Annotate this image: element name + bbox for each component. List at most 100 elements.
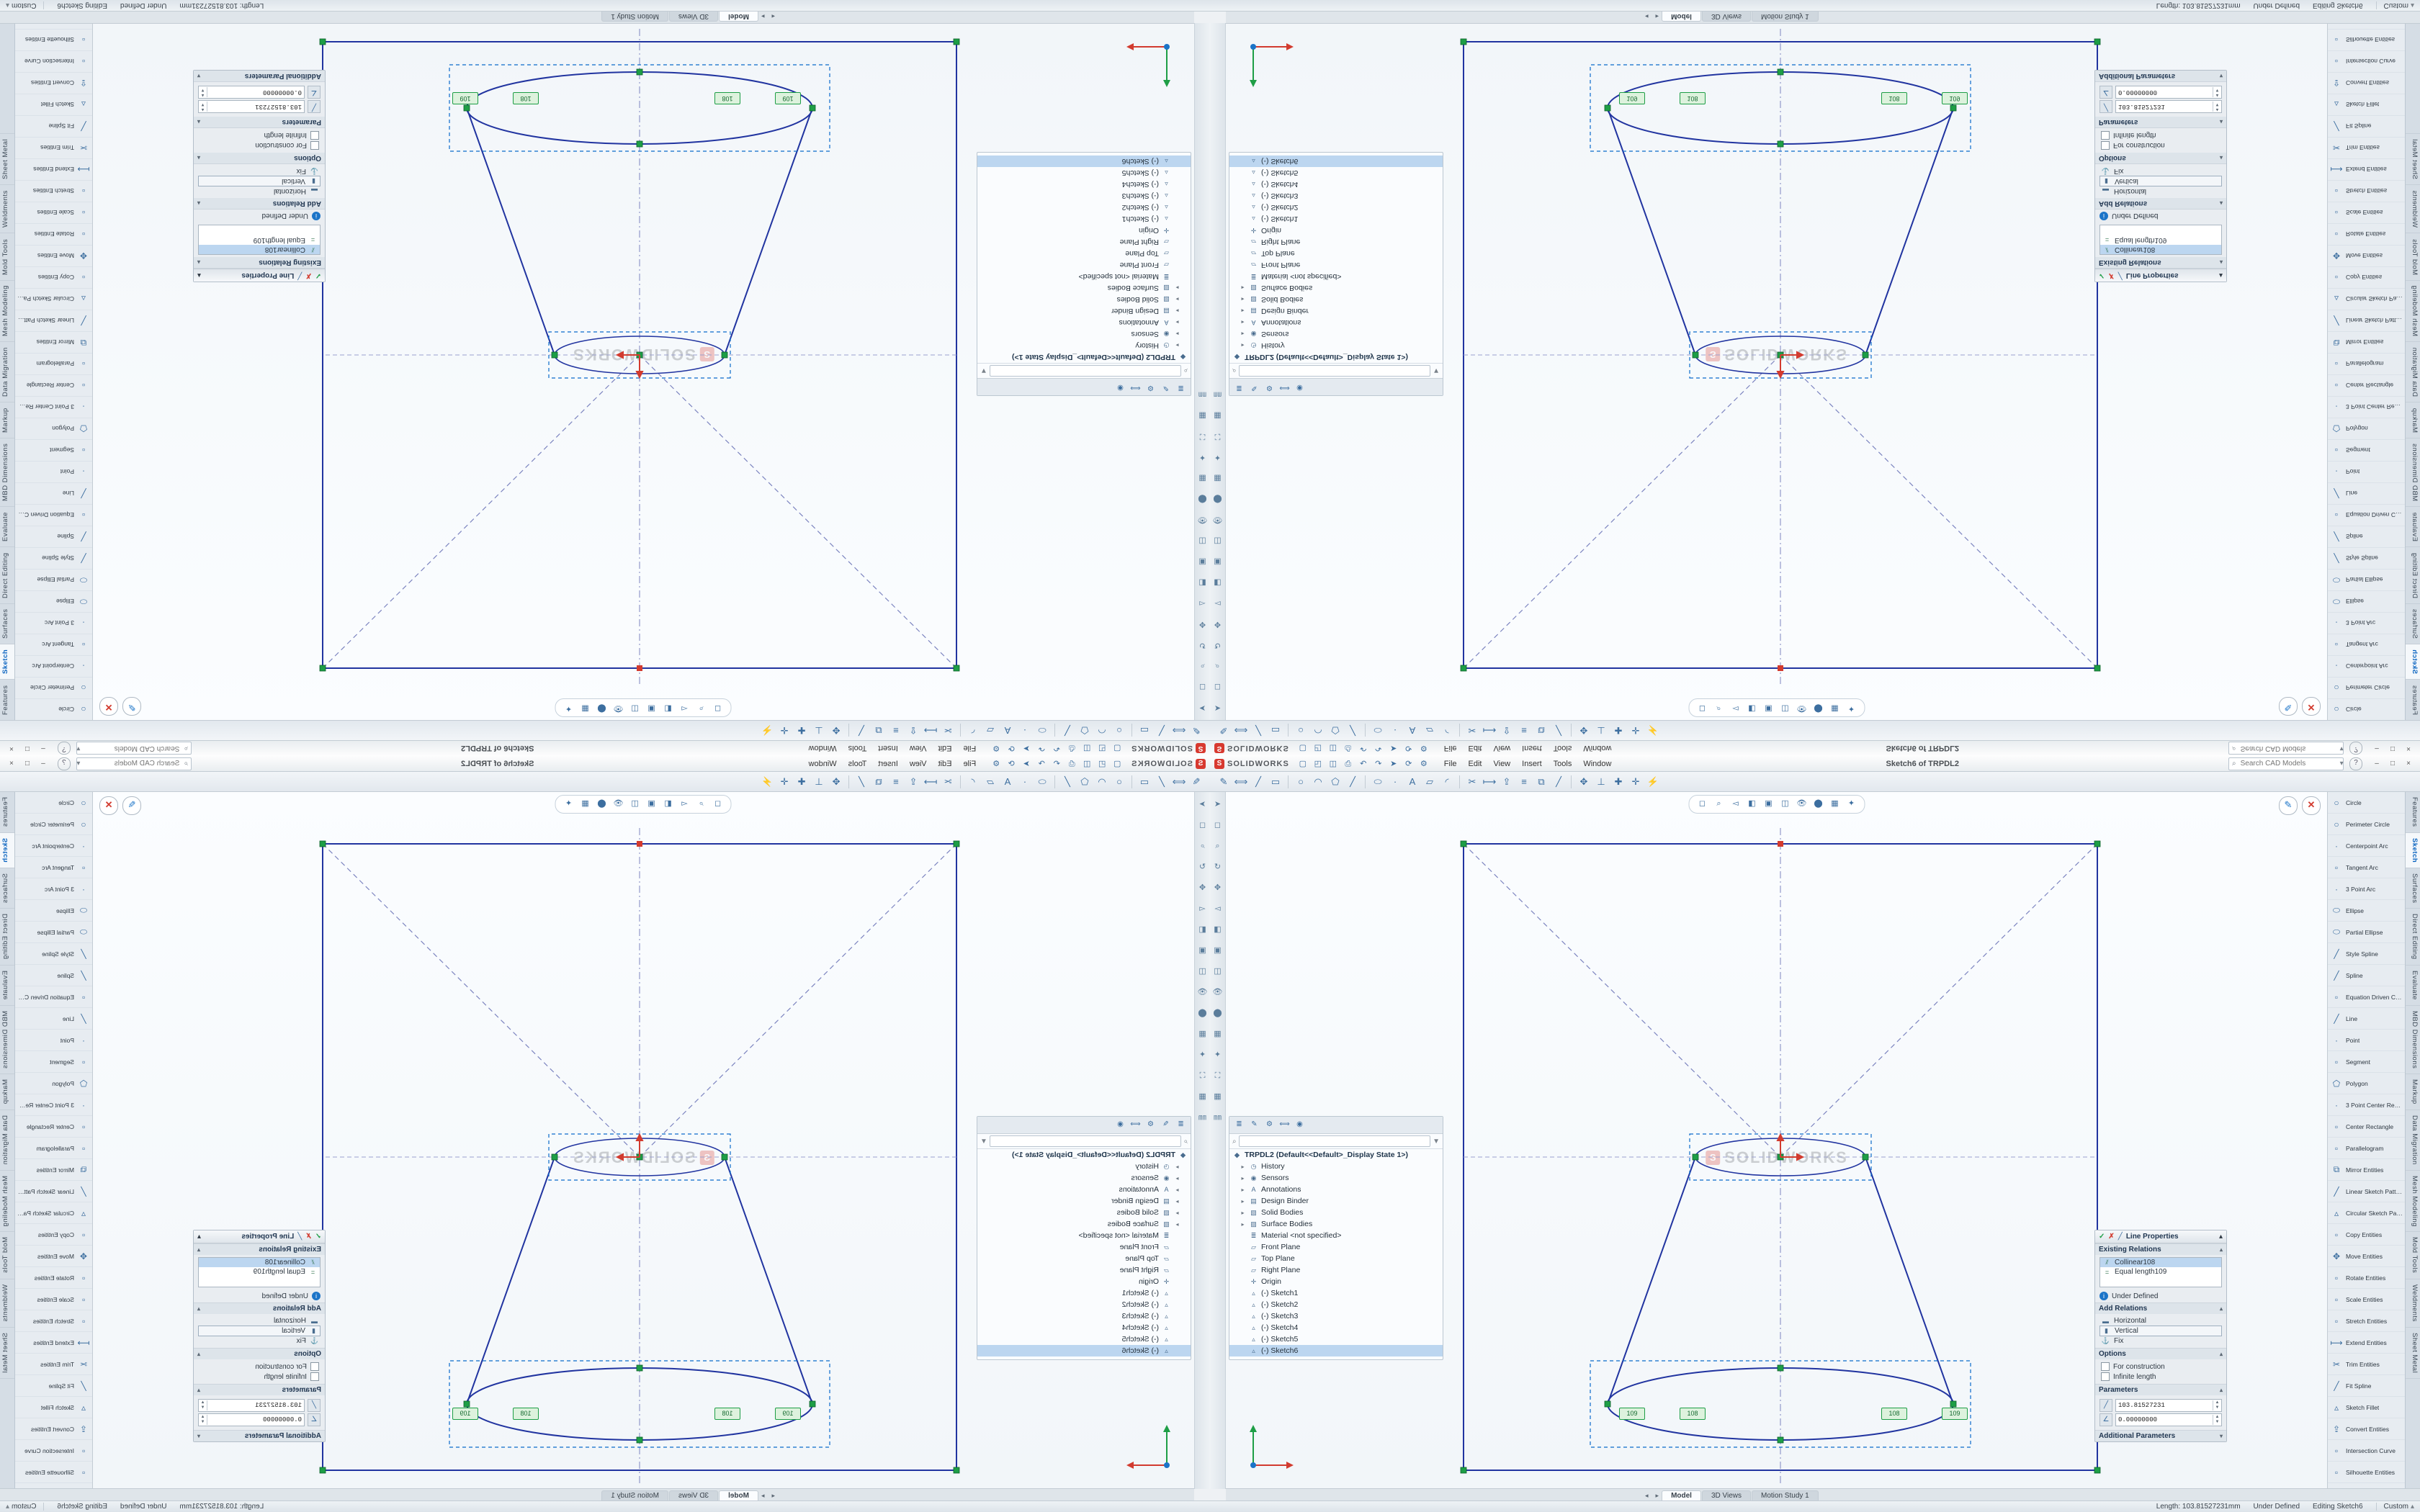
add-relation-vertical[interactable]: ▮Vertical [198, 1326, 321, 1336]
full-screen-icon[interactable]: ⛶ [1214, 432, 1221, 441]
mirror-entities-icon[interactable]: ⧉ [1538, 775, 1545, 787]
tool-point[interactable]: ·Point [14, 461, 92, 482]
zoom-fit-icon[interactable]: ◻ [1198, 683, 1206, 691]
checkbox-icon[interactable] [310, 1372, 319, 1381]
view-orientation-icon[interactable]: ▣ [1214, 557, 1222, 566]
plane-icon[interactable]: ▱ [987, 775, 994, 787]
propertymanager-tab-icon[interactable]: ✎ [1251, 1120, 1258, 1128]
select-icon[interactable]: ➤ [1023, 744, 1030, 753]
command-tab-features[interactable]: Features [0, 792, 14, 833]
command-tab-evaluate[interactable]: Evaluate [0, 506, 14, 547]
tree-item[interactable]: ▵(-) Sketch1 [1229, 1287, 1443, 1299]
sketch-drawing[interactable] [92, 792, 1194, 1489]
command-tab-sheet-metal[interactable]: Sheet Metal [2406, 133, 2420, 185]
propertymanager-tab-icon[interactable]: ✎ [1251, 384, 1258, 392]
quick-snaps-icon[interactable]: ✛ [1631, 725, 1640, 737]
zoom-area-icon[interactable]: ⌕ [1716, 799, 1721, 808]
move-entities-icon[interactable]: ✥ [832, 775, 841, 787]
apply-scene-icon[interactable]: ▦ [1214, 1030, 1222, 1038]
tool-segment[interactable]: ▫Segment [2328, 1051, 2406, 1073]
command-tab-markup[interactable]: Markup [2406, 402, 2420, 438]
rotate-view-icon[interactable]: ↻ [1214, 863, 1222, 871]
view-tab-motion-study-1[interactable]: Motion Study 1 [601, 1490, 668, 1500]
tool-center-rectangle[interactable]: ▫Center Rectangle [14, 1116, 92, 1138]
command-tab-sketch[interactable]: Sketch [2406, 832, 2420, 868]
add-relation-fix[interactable]: ⚓Fix [2099, 1336, 2222, 1346]
sketch-drawing[interactable] [1226, 23, 2328, 720]
tree-item[interactable]: ▱Right Plane [977, 236, 1191, 248]
command-tab-mold-tools[interactable]: Mold Tools [0, 233, 14, 280]
chevron-down-icon[interactable]: ▾ [2339, 760, 2344, 768]
collapse-chevron-icon[interactable]: ▴ [197, 1351, 201, 1357]
command-tab-mbd-dimensions[interactable]: MBD Dimensions [0, 437, 14, 507]
existing-relations-list[interactable]: ⫽Collinear108=Equal length109 [198, 1257, 321, 1287]
expander-icon[interactable]: ▸ [1241, 296, 1245, 303]
search-input[interactable] [83, 759, 182, 768]
text-icon[interactable]: A [1004, 775, 1011, 787]
tool-parallelogram[interactable]: ▫Parallelogram [14, 353, 92, 374]
ok-button[interactable]: ✓ [2099, 1233, 2105, 1241]
view-tab-3d-views[interactable]: 3D Views [1701, 1490, 1752, 1500]
tree-item[interactable]: ▵(-) Sketch6 [1229, 1345, 1443, 1356]
tree-item[interactable]: ▵(-) Sketch4 [977, 179, 1191, 190]
edit-appearance-icon[interactable]: ⬤ [1198, 1009, 1207, 1017]
help-button[interactable]: ? [58, 742, 71, 755]
view-settings-icon[interactable]: ✦ [1198, 453, 1206, 462]
text-icon[interactable]: A [1004, 725, 1011, 737]
tree-item[interactable]: ▸▧Solid Bodies [977, 1207, 1191, 1218]
circle-icon[interactable]: ○ [1116, 775, 1122, 787]
move-entities-icon[interactable]: ✥ [832, 725, 841, 737]
tool-rotate-entities[interactable]: ▫Rotate Entities [2328, 1267, 2406, 1289]
tree-root-item[interactable]: ◆ TRPDL2 (Default<<Default>_Display Stat… [1229, 351, 1443, 363]
previous-view-icon[interactable]: ◅ [681, 799, 688, 808]
featuremanager-tab-icon[interactable]: ≣ [1178, 1120, 1184, 1128]
exit-sketch-button[interactable]: ✎ [122, 697, 141, 716]
polygon-icon[interactable]: ⬠ [1080, 775, 1089, 787]
command-tab-direct-editing[interactable]: Direct Editing [0, 909, 14, 966]
display-relations-icon[interactable]: ⊥ [815, 775, 823, 787]
centerpoint-arc-icon[interactable]: ◠ [1314, 775, 1322, 787]
corner-rectangle-icon[interactable]: ▭ [1139, 725, 1150, 737]
view-orientation-icon[interactable]: ▣ [1198, 557, 1206, 566]
tool-fit-spline[interactable]: ╱Fit Spline [14, 1375, 92, 1397]
collapse-chevron-icon[interactable]: ▴ [197, 1233, 202, 1241]
tool-sketch-fillet[interactable]: ▵Sketch Fillet [14, 1397, 92, 1418]
parameter-field[interactable]: 103.81527231▲▼ [198, 100, 305, 113]
menu-window[interactable]: Window [1583, 744, 1612, 753]
linear-pattern-icon[interactable]: ╱ [859, 775, 864, 787]
menu-insert[interactable]: Insert [1522, 744, 1542, 753]
tool-center-rectangle[interactable]: ▫Center Rectangle [2328, 374, 2406, 396]
print-icon[interactable]: ⎙ [1068, 744, 1075, 753]
tree-item[interactable]: ▵(-) Sketch3 [977, 1310, 1191, 1322]
repair-sketch-icon[interactable]: ✚ [1614, 725, 1623, 737]
view-settings-icon[interactable]: ✦ [565, 799, 573, 808]
tool-convert-entities[interactable]: ⇪Convert Entities [14, 72, 92, 94]
parameter-field[interactable]: 103.81527231▲▼ [198, 1399, 305, 1412]
checkbox-icon[interactable] [310, 1362, 319, 1371]
ok-button[interactable]: ✓ [315, 271, 321, 279]
open-icon[interactable]: ◰ [1098, 744, 1106, 753]
relation-tag-108[interactable]: 108 [1680, 1408, 1706, 1420]
tree-item[interactable]: ▵(-) Sketch6 [977, 1345, 1191, 1356]
edit-appearance-icon[interactable]: ⬤ [1814, 704, 1823, 713]
cancel-button[interactable]: ✗ [305, 1233, 312, 1241]
tool-scale-entities[interactable]: ▫Scale Entities [14, 1289, 92, 1310]
tool-circle[interactable]: ○Circle [14, 792, 92, 814]
text-icon[interactable]: A [1409, 775, 1416, 787]
command-tab-weldments[interactable]: Weldments [0, 1279, 14, 1328]
tree-item[interactable]: ▱Right Plane [1229, 236, 1443, 248]
tree-item[interactable]: ▸▨Surface Bodies [977, 282, 1191, 294]
command-tab-direct-editing[interactable]: Direct Editing [2406, 546, 2420, 603]
spline-icon[interactable]: ╱ [1350, 775, 1355, 787]
circle-icon[interactable]: ○ [1298, 725, 1304, 737]
tool-parallelogram[interactable]: ▫Parallelogram [2328, 1138, 2406, 1159]
tool-style-spline[interactable]: ╱Style Spline [14, 943, 92, 965]
tab-scroll-right-icon[interactable]: ▸ [1655, 13, 1659, 20]
tool-3-point-center-rectangle[interactable]: ·3 Point Center Rectangle [14, 396, 92, 418]
redo-icon[interactable]: ↷ [1375, 759, 1382, 768]
expander-icon[interactable]: ▸ [1175, 1186, 1179, 1193]
redo-icon[interactable]: ↷ [1038, 759, 1045, 768]
zoom-fit-icon[interactable]: ◻ [1698, 704, 1706, 713]
